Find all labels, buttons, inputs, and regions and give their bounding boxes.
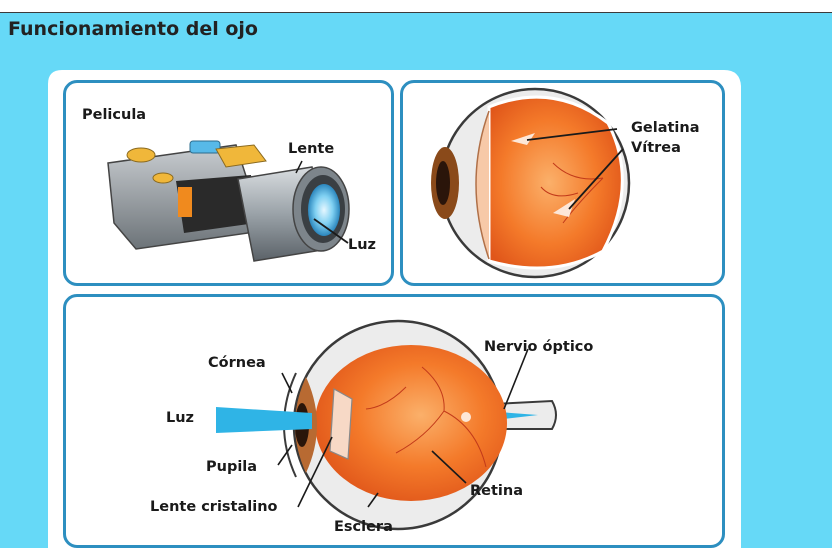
label-pupil: Pupila bbox=[206, 459, 258, 475]
label-film: Pelicula bbox=[82, 107, 147, 123]
vitreous-panel: Gelatina Vítrea bbox=[400, 80, 725, 286]
label-light: Luz bbox=[348, 237, 377, 253]
eye-panel: Córnea Luz Pupila Lente cristalino Escle… bbox=[63, 294, 725, 548]
label-gelatina: Gelatina bbox=[631, 120, 700, 136]
eye-vitreous-icon bbox=[431, 87, 631, 279]
label-lens: Lente bbox=[288, 141, 335, 157]
label-vitrea: Vítrea bbox=[631, 140, 681, 156]
page-title: Funcionamiento del ojo bbox=[8, 18, 258, 40]
label-light-eye: Luz bbox=[166, 410, 195, 426]
label-lens-crystal: Lente cristalino bbox=[150, 499, 278, 515]
top-rule bbox=[0, 12, 832, 13]
camera-illustration-icon bbox=[107, 140, 350, 262]
label-sclera: Esclera bbox=[334, 519, 393, 535]
label-retina: Retina bbox=[470, 483, 524, 499]
label-optic-nerve: Nervio óptico bbox=[484, 339, 594, 355]
label-cornea: Córnea bbox=[208, 355, 266, 371]
eye-cross-section-icon bbox=[216, 319, 557, 531]
camera-panel: Pelicula Lente Luz bbox=[63, 80, 394, 286]
